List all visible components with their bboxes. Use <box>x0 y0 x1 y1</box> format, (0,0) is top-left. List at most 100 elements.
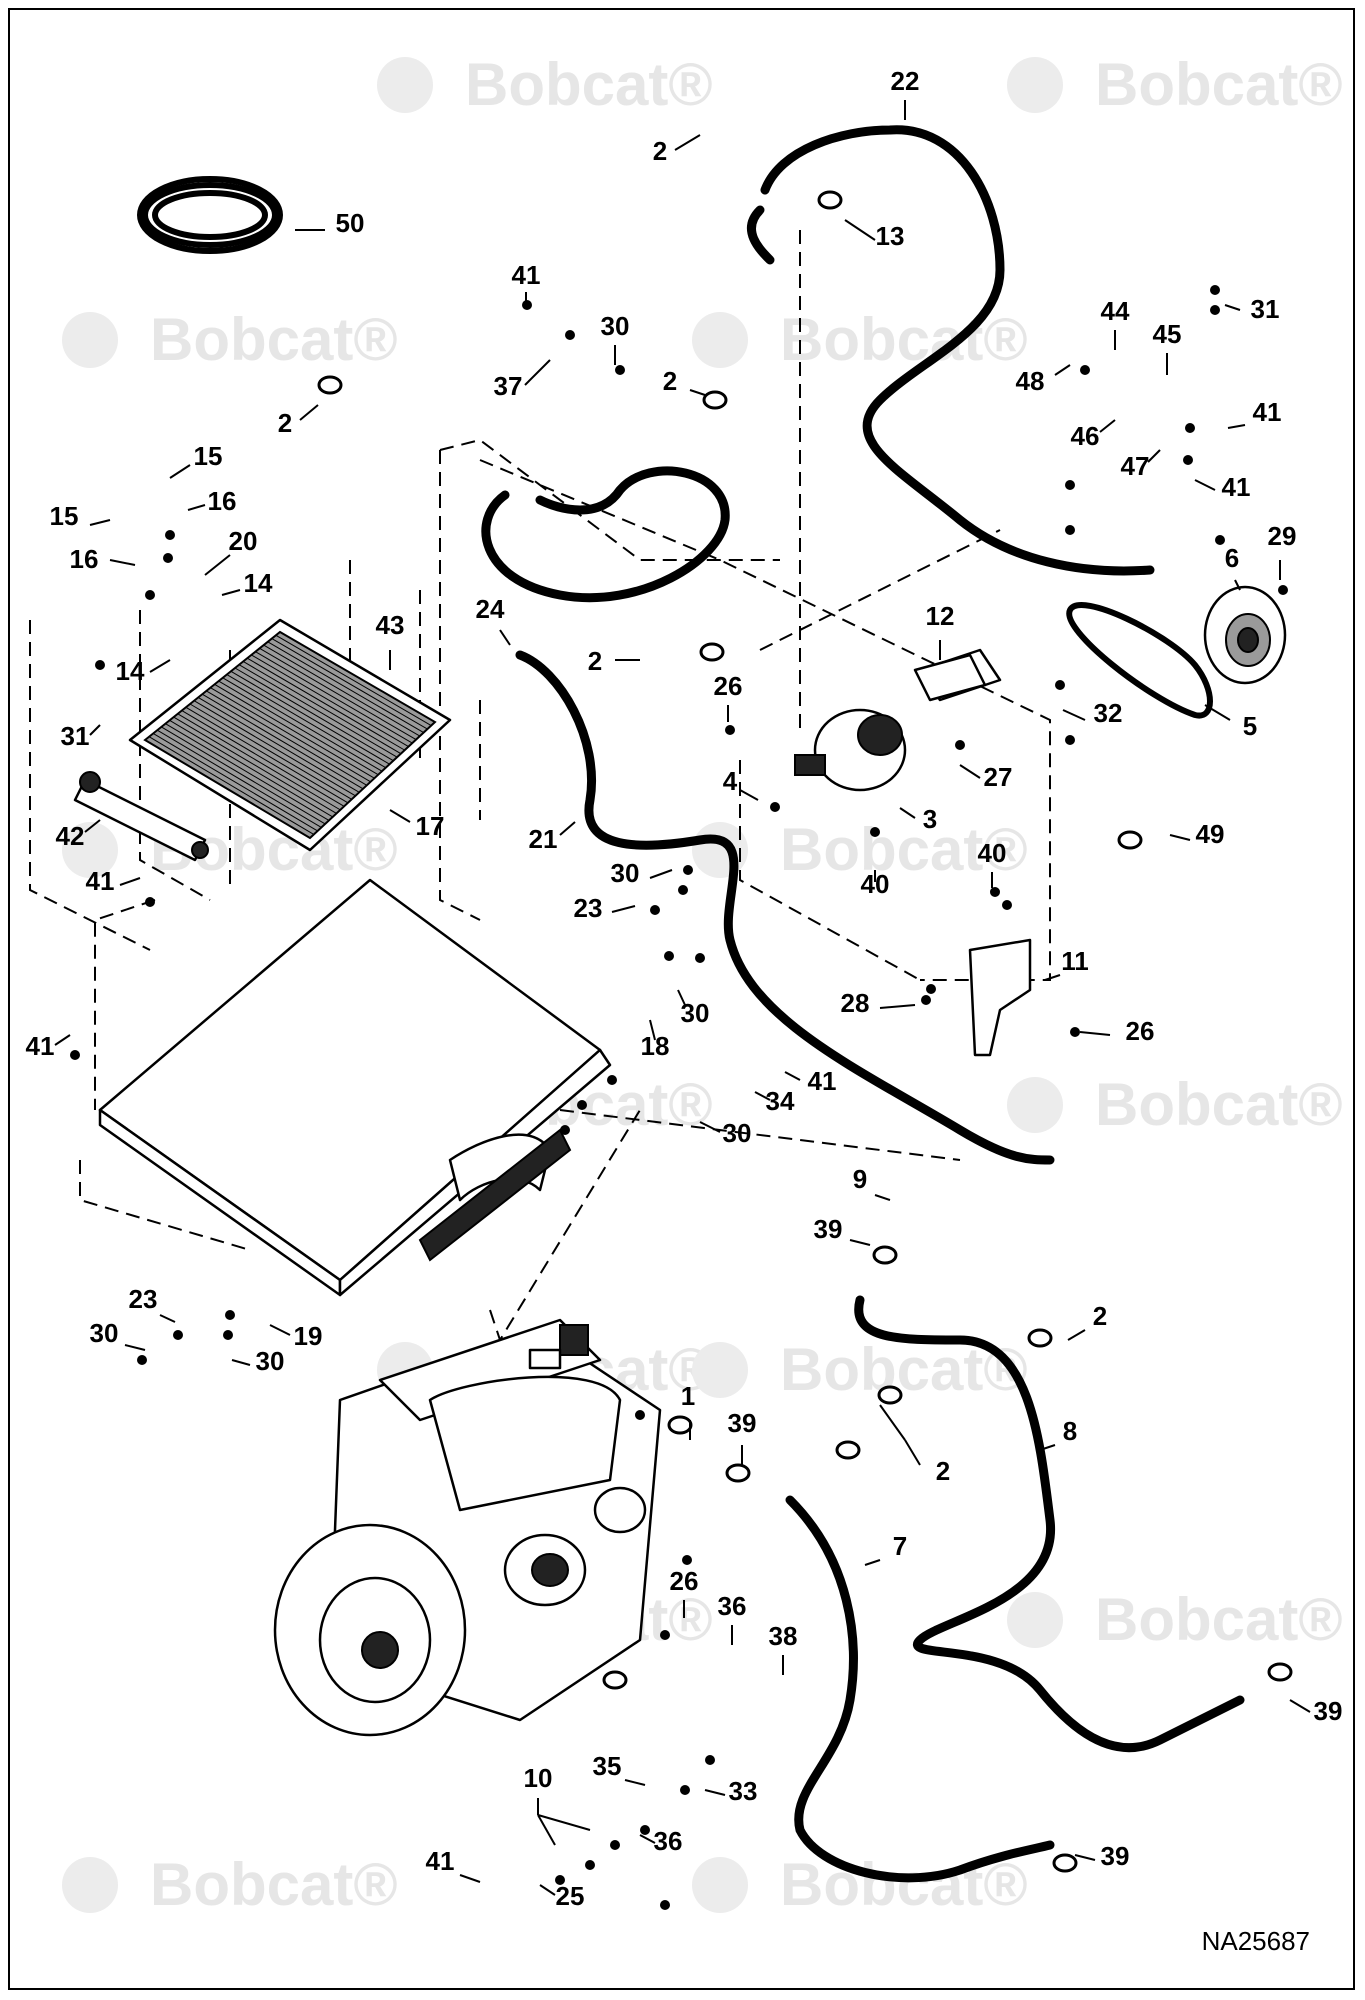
engine-block <box>273 1318 662 1737</box>
clamp-icon <box>817 190 843 210</box>
callout-label: 50 <box>336 208 365 238</box>
fastener-icon <box>560 1125 570 1135</box>
callout-41: 41 <box>86 866 141 896</box>
callout-38: 38 <box>769 1621 797 1675</box>
callout-label: 39 <box>1101 1841 1130 1871</box>
leader-line <box>849 1239 871 1246</box>
watermark-text: Bobcat® <box>1095 51 1343 118</box>
callout-36: 36 <box>639 1826 683 1856</box>
fastener-icon <box>1278 585 1288 595</box>
callout-label: 45 <box>1153 319 1182 349</box>
callout-14: 14 <box>116 656 171 686</box>
leader-line <box>119 877 141 886</box>
leader-line <box>169 464 191 479</box>
callout-6: 6 <box>1225 543 1241 591</box>
leader-line <box>639 1834 656 1844</box>
bobcat-logo-watermark-icon: Bobcat® <box>377 51 713 118</box>
callout-label: 41 <box>808 1066 837 1096</box>
callout-label: 35 <box>593 1751 622 1781</box>
callout-2: 2 <box>278 404 319 438</box>
callout-label: 1 <box>681 1381 695 1411</box>
leader-line <box>844 219 876 241</box>
callout-14: 14 <box>221 568 273 598</box>
leader-line <box>649 1019 656 1041</box>
fastener-icon <box>610 1840 620 1850</box>
fastener-icon <box>682 1555 692 1565</box>
callout-21: 21 <box>529 821 576 854</box>
callout-label: 15 <box>194 441 223 471</box>
leader-line <box>677 989 686 1006</box>
callout-label: 2 <box>278 408 292 438</box>
clamp-icon <box>667 1415 693 1435</box>
callout-label: 39 <box>814 1214 843 1244</box>
callout-5: 5 <box>1204 704 1257 741</box>
fastener-icon <box>664 951 674 961</box>
leader-line <box>1289 1699 1311 1713</box>
watermark-text: Bobcat® <box>1095 1071 1343 1138</box>
fastener-icon <box>95 660 105 670</box>
leader-line <box>231 1359 251 1366</box>
leader-line <box>899 807 916 819</box>
callout-label: 36 <box>654 1826 683 1856</box>
callout-26: 26 <box>670 1566 698 1618</box>
callout-label: 30 <box>611 858 640 888</box>
leader-line <box>784 1071 801 1081</box>
callout-46: 46 <box>1071 419 1116 451</box>
callout-19: 19 <box>269 1321 322 1351</box>
callout-label: 30 <box>90 1318 119 1348</box>
leader-line <box>54 1034 71 1046</box>
fastener-icon <box>70 1050 80 1060</box>
callout-35: 35 <box>593 1751 646 1786</box>
fastener-icon <box>926 984 936 994</box>
watermark-text: Bobcat® <box>1095 1586 1343 1653</box>
leader-line <box>1169 834 1191 841</box>
callout-16: 16 <box>70 544 136 574</box>
leader-line <box>159 1314 176 1323</box>
callout-37: 37 <box>494 359 551 401</box>
fastener-icon <box>1065 735 1075 745</box>
callout-label: 34 <box>766 1086 795 1116</box>
callout-48: 48 <box>1016 364 1071 396</box>
fastener-icon <box>870 827 880 837</box>
fastener-icon <box>145 897 155 907</box>
fastener-icon <box>565 330 575 340</box>
callout-11: 11 <box>1044 946 1089 981</box>
callout-label: 47 <box>1121 451 1150 481</box>
leader-line <box>204 554 231 576</box>
leader-line <box>1147 449 1161 463</box>
callout-26: 26 <box>1079 1016 1155 1046</box>
callout-label: 46 <box>1071 421 1100 451</box>
callout-26: 26 <box>714 671 742 722</box>
callout-label: 33 <box>729 1776 758 1806</box>
fastener-icon <box>770 802 780 812</box>
fastener-icon <box>1065 525 1075 535</box>
callout-4: 4 <box>723 766 759 801</box>
fastener-icon <box>1185 423 1195 433</box>
hardware-fasteners <box>70 190 1293 1910</box>
callout-32: 32 <box>1062 698 1123 728</box>
callout-20: 20 <box>204 526 257 576</box>
bobcat-logo-watermark-icon: Bobcat® <box>692 306 1028 373</box>
fastener-icon <box>921 995 931 1005</box>
leader-line <box>874 1194 891 1201</box>
callout-label: 31 <box>61 721 90 751</box>
callout-label: 26 <box>1126 1016 1155 1046</box>
leader-line <box>1079 1031 1111 1036</box>
fastener-icon <box>1215 535 1225 545</box>
watermark-text: Bobcat® <box>150 1851 398 1918</box>
callout-30: 30 <box>231 1346 284 1376</box>
radiator-assembly <box>98 878 612 1297</box>
callout-label: 2 <box>653 136 667 166</box>
leader-line <box>459 1874 481 1883</box>
callout-1: 1 <box>681 1381 695 1440</box>
callout-label: 28 <box>841 988 870 1018</box>
fastener-icon <box>145 590 155 600</box>
bracket-part-12 <box>913 653 987 702</box>
callout-label: 40 <box>978 838 1007 868</box>
leader-line <box>1074 1854 1096 1861</box>
callout-10: 10 <box>524 1763 552 1815</box>
callout-8: 8 <box>1039 1416 1077 1451</box>
callout-label: 32 <box>1094 698 1123 728</box>
callout-label: 39 <box>728 1408 757 1438</box>
leader-line <box>864 1559 881 1566</box>
